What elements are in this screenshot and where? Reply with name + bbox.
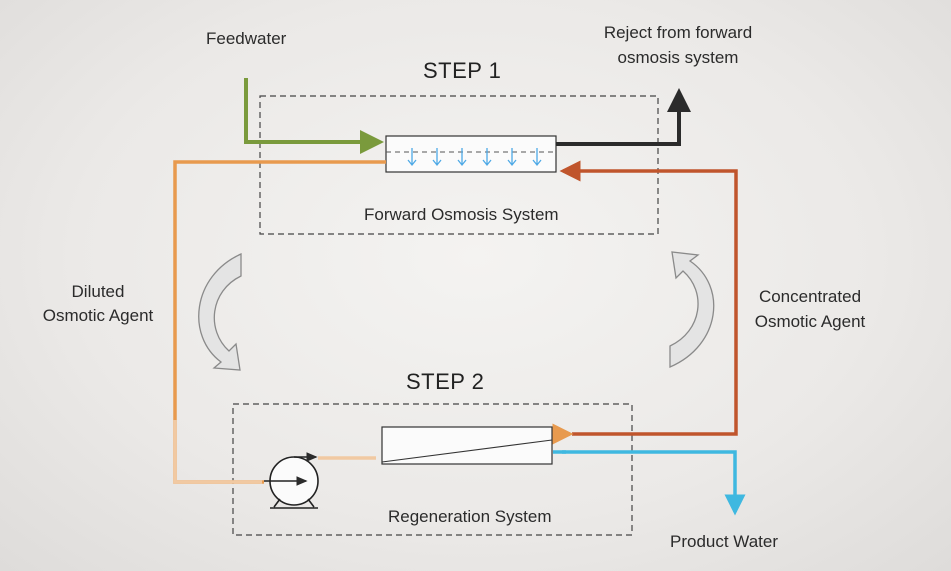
- pump: [264, 452, 319, 509]
- product-water-line: [562, 450, 746, 516]
- concentrated-agent-line: [559, 160, 738, 436]
- step1-title: STEP 1: [423, 58, 502, 83]
- fo-system-label: Forward Osmosis System: [364, 205, 559, 224]
- product-water-label: Product Water: [670, 532, 779, 551]
- diluted-agent-line-light: [173, 420, 262, 484]
- concentrated-label-line2: Osmotic Agent: [754, 312, 866, 331]
- regen-system-label: Regeneration System: [388, 507, 552, 526]
- reject-label-line1: Reject from forward: [603, 23, 753, 42]
- step2-boundary: [232, 403, 633, 536]
- feedwater-label: Feedwater: [206, 29, 287, 48]
- regen-module-diagonal: [381, 439, 553, 463]
- concentrated-label-line1: Concentrated: [758, 287, 862, 306]
- feedwater-line: [244, 78, 384, 154]
- diluted-label-line2: Osmotic Agent: [42, 306, 154, 325]
- diluted-label-line1: Diluted: [71, 282, 125, 301]
- cycle-arrow-down-icon: [198, 252, 242, 371]
- regen-module: [381, 426, 553, 465]
- membrane-permeation-arrows: [407, 148, 542, 167]
- step2-title: STEP 2: [406, 369, 485, 394]
- reject-line: [556, 88, 691, 146]
- cycle-arrow-up-icon: [669, 251, 715, 368]
- reject-label-line2: osmosis system: [617, 48, 739, 67]
- fo-membrane-module: [385, 135, 557, 173]
- step1-boundary: [259, 95, 659, 235]
